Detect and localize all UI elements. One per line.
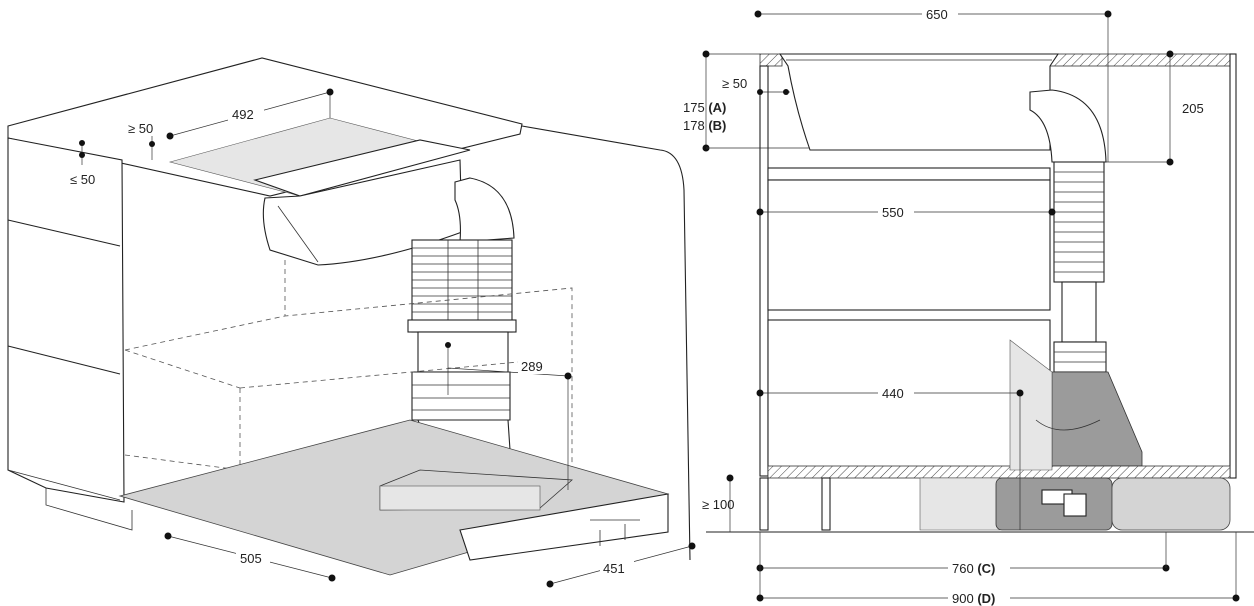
label-base-width: 451 (603, 561, 625, 576)
blower-box (459, 493, 669, 561)
label-duct-offset: 289 (521, 359, 543, 374)
label-width-d: 900 (952, 591, 974, 606)
duct-elbow (454, 177, 515, 243)
duct-collar (407, 319, 517, 333)
swivel-zone (1009, 339, 1053, 471)
dims-left (79, 88, 696, 588)
label-front-gap: ≥ 50 (128, 121, 153, 136)
isometric-view (7, 57, 696, 588)
drawer-1 (767, 167, 1051, 181)
labels-left: 492 ≥ 50 ≤ 50 289 505 451 (70, 106, 634, 576)
label-top-gap: ≤ 50 (70, 172, 95, 187)
rotation-arrow (1035, 419, 1101, 431)
transition-piece (1051, 371, 1143, 467)
duct-lower (411, 371, 511, 421)
label-cutout-width: 492 (232, 107, 254, 122)
label-edge-gap: ≥ 50 (722, 76, 747, 91)
section-collar (1053, 341, 1107, 373)
hob-body (262, 159, 463, 266)
drawer-2 (767, 179, 1051, 311)
blower-outlet (1063, 493, 1087, 517)
label-base-depth: 505 (240, 551, 262, 566)
front-panel (759, 65, 769, 477)
section-pipe (1061, 281, 1097, 343)
label-width-c-tag: (C) (977, 561, 995, 576)
flexible-duct (411, 239, 513, 333)
label-lower-depth: 440 (882, 386, 904, 401)
back-wall (1229, 53, 1237, 479)
flat-duct (1111, 477, 1231, 531)
label-height-a: 175 (683, 100, 705, 115)
cabinet-side (7, 137, 125, 503)
back-wall-outline (521, 125, 691, 561)
label-height-b-tag: (B) (708, 118, 726, 133)
svg-text:175 (A): 175 (A) (683, 100, 726, 115)
label-height-b: 178 (683, 118, 705, 133)
worktop-right (1045, 53, 1233, 67)
svg-text:900 (D): 900 (D) (952, 591, 995, 606)
hob-tub (778, 53, 1060, 151)
labels-right: 650 ≥ 50 175 (A) 178 (B) 205 550 440 ≥ 1… (683, 6, 1212, 606)
svg-text:178 (B): 178 (B) (683, 118, 726, 133)
hob-plate (253, 139, 471, 197)
worktop-left (759, 53, 783, 67)
label-duct-height: 205 (1182, 101, 1204, 116)
section-bellows (1053, 161, 1105, 283)
floor-vent (379, 485, 541, 511)
section-view (702, 10, 1254, 602)
label-overall-width: 650 (926, 7, 948, 22)
section-elbow (1029, 89, 1107, 163)
base-hatch (767, 465, 1231, 479)
dims-right (702, 10, 1240, 602)
clearance-zone (919, 477, 1001, 531)
label-plinth-height: ≥ 100 (702, 497, 734, 512)
label-height-a-tag: (A) (708, 100, 726, 115)
svg-text:760 (C): 760 (C) (952, 561, 995, 576)
label-width-c: 760 (952, 561, 974, 576)
label-width-d-tag: (D) (977, 591, 995, 606)
duct-pipe (417, 331, 509, 373)
label-upper-depth: 550 (882, 205, 904, 220)
